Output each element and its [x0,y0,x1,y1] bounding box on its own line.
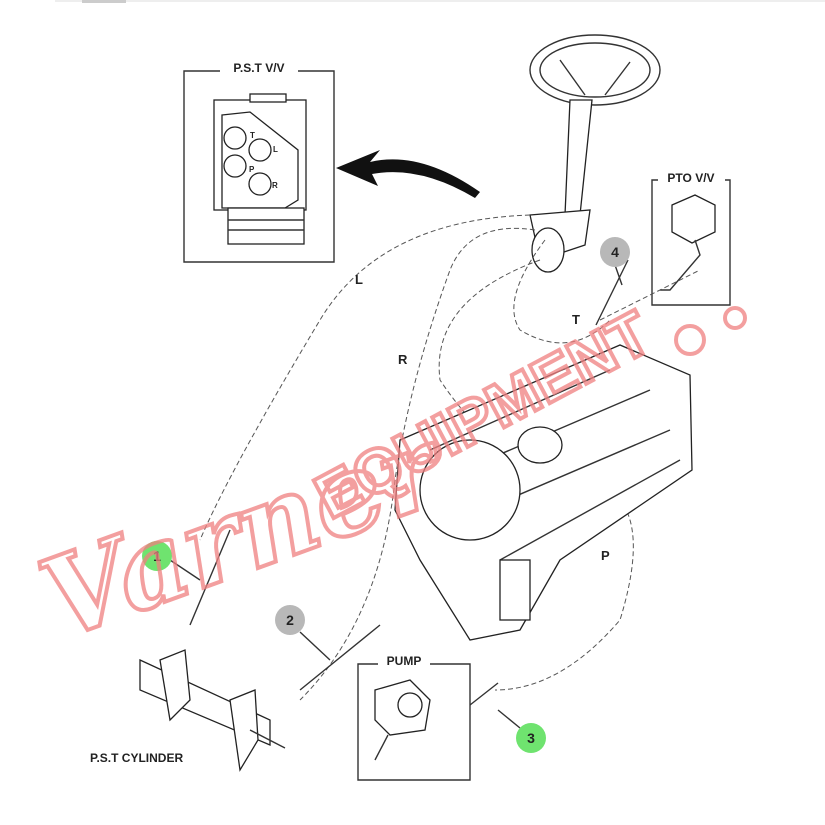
pto-valve-label: PTO V/V [667,171,714,185]
svg-text:4: 4 [611,244,619,260]
steering-assembly [529,34,661,273]
pump-inset: PUMP [357,654,471,781]
pst-valve-inset: P.S.T V/V T L P R [183,61,335,263]
arrow-icon [336,150,480,198]
svg-text:2: 2 [286,612,294,628]
pto-valve-inset: PTO V/V [651,171,731,306]
top-tab [82,0,126,3]
callout-3: 3 [497,709,546,753]
svg-text:T: T [250,131,255,140]
line-p-label: P [601,548,610,563]
callout-2: 2 [275,605,331,661]
pst-valve-label: P.S.T V/V [233,61,284,75]
line-t-label: T [572,312,580,327]
callout-1: 1 [142,541,201,581]
svg-text:L: L [273,145,278,154]
line-r-label: R [398,352,408,367]
line-l-label: L [355,272,363,287]
svg-text:P: P [249,165,255,174]
pst-cylinder-label: P.S.T CYLINDER [90,751,183,765]
pump-label: PUMP [387,654,422,668]
svg-text:3: 3 [527,730,535,746]
transmission-housing [394,344,693,641]
callout-4: 4 [600,237,630,286]
pst-cylinder [139,649,286,772]
svg-text:R: R [272,181,278,190]
svg-text:1: 1 [153,548,161,564]
pipes [189,259,629,706]
